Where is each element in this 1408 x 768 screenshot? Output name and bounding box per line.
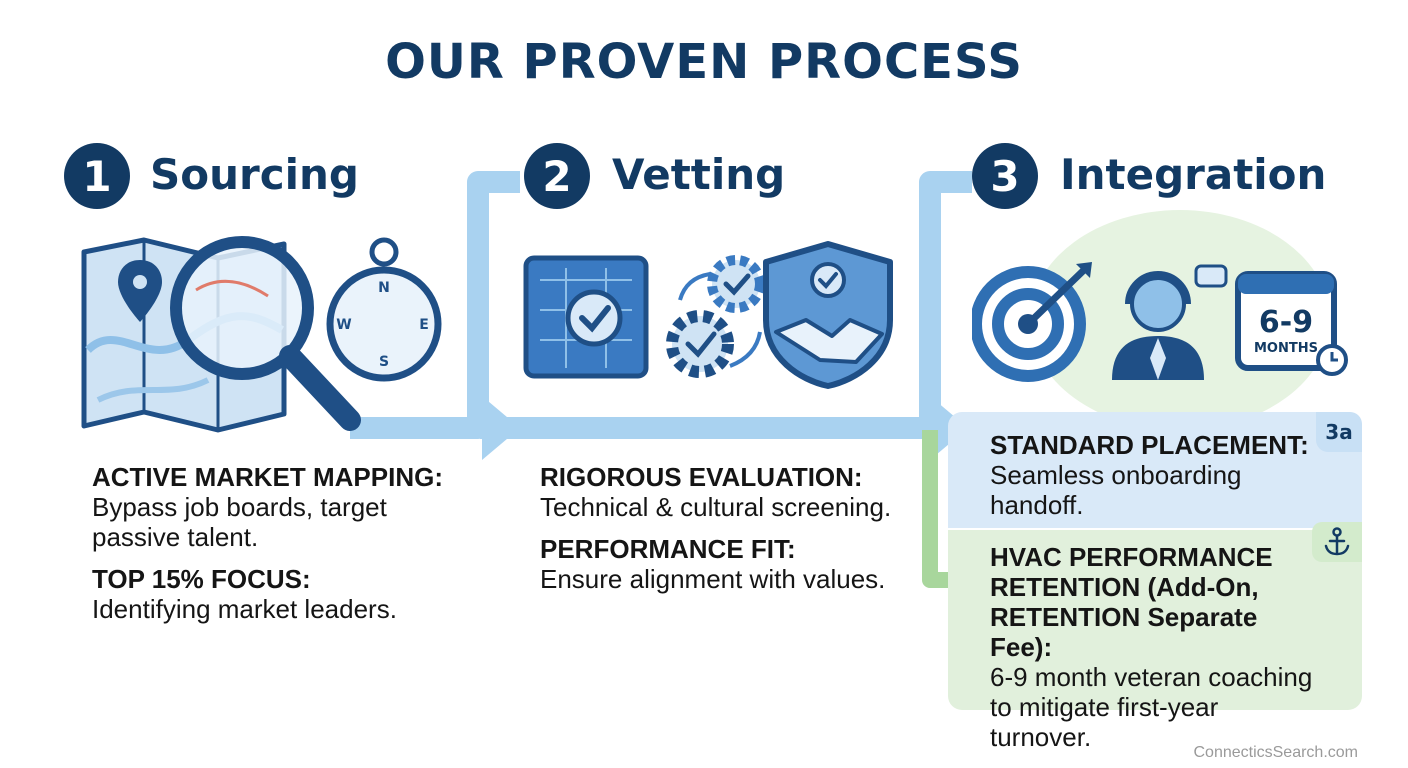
point-heading: ACTIVE MARKET MAPPING:: [92, 462, 443, 492]
target-icon: [972, 262, 1092, 382]
step-1-point-1: ACTIVE MARKET MAPPING: Bypass job boards…: [92, 462, 472, 552]
option-heading: HVAC PERFORMANCE RETENTION (Add-On, RETE…: [990, 542, 1273, 662]
step-1-point-2: TOP 15% FOCUS: Identifying market leader…: [92, 564, 472, 624]
step-1-points: ACTIVE MARKET MAPPING: Bypass job boards…: [92, 462, 472, 624]
point-heading: TOP 15% FOCUS:: [92, 564, 311, 594]
svg-text:N: N: [378, 280, 390, 296]
step-2-number-badge: 2: [524, 143, 590, 209]
gears-icon: [666, 255, 765, 378]
hvac-retention-text: HVAC PERFORMANCE RETENTION (Add-On, RETE…: [990, 542, 1320, 752]
integration-illustration: 6-9 MONTHS: [972, 262, 1348, 382]
step-1-title: Sourcing: [150, 150, 359, 199]
option-body: Seamless onboarding handoff.: [990, 460, 1242, 520]
svg-text:MONTHS: MONTHS: [1254, 341, 1318, 356]
point-body: Technical & cultural screening.: [540, 492, 892, 522]
hvac-retention-card: [948, 530, 1362, 710]
standard-placement-text: STANDARD PLACEMENT: Seamless onboarding …: [990, 430, 1310, 520]
step-2-point-1: RIGOROUS EVALUATION: Technical & cultura…: [540, 462, 900, 522]
advisor-headset-icon: [1112, 264, 1228, 380]
step-1-number-badge: 1: [64, 143, 130, 209]
option-heading: STANDARD PLACEMENT:: [990, 430, 1309, 460]
step-2-point-2: PERFORMANCE FIT: Ensure alignment with v…: [540, 534, 900, 594]
step-3-number-badge: 3: [972, 143, 1038, 209]
option-tag-anchor: [1312, 522, 1362, 562]
svg-text:S: S: [379, 354, 389, 370]
option-tag-3a: 3a: [1316, 412, 1362, 452]
flow-line-vetting-integration: [480, 171, 972, 439]
point-body: Bypass job boards, target passive talent…: [92, 492, 387, 552]
footer-website: ConnecticsSearch.com: [1193, 744, 1358, 761]
magnifier-icon: [170, 236, 361, 431]
compass-icon: N W E S: [326, 237, 442, 382]
step-3-title: Integration: [1060, 150, 1327, 199]
anchor-icon: [1324, 527, 1350, 556]
point-body: Ensure alignment with values.: [540, 564, 886, 594]
step-2-title: Vetting: [612, 150, 786, 199]
point-heading: RIGOROUS EVALUATION:: [540, 462, 863, 492]
svg-text:W: W: [336, 317, 351, 333]
point-heading: PERFORMANCE FIT:: [540, 534, 796, 564]
standard-placement-card: [948, 412, 1362, 528]
page-title: OUR PROVEN PROCESS: [385, 34, 1023, 90]
calendar-icon: 6-9 MONTHS: [1235, 271, 1348, 376]
step-2-points: RIGOROUS EVALUATION: Technical & cultura…: [540, 462, 900, 594]
svg-text:6-9: 6-9: [1259, 305, 1313, 340]
flow-line-sourcing-vetting: [350, 171, 520, 439]
shield-handshake-icon: [763, 241, 893, 389]
blueprint-check-icon: [523, 255, 649, 379]
option-body: 6-9 month veteran coaching to mitigate f…: [990, 662, 1313, 752]
vetting-illustration: [523, 241, 893, 389]
flow-arrowhead-1: [482, 396, 520, 460]
sourcing-illustration: N W E S: [81, 236, 442, 433]
svg-text:E: E: [419, 317, 429, 333]
point-body: Identifying market leaders.: [92, 594, 397, 624]
